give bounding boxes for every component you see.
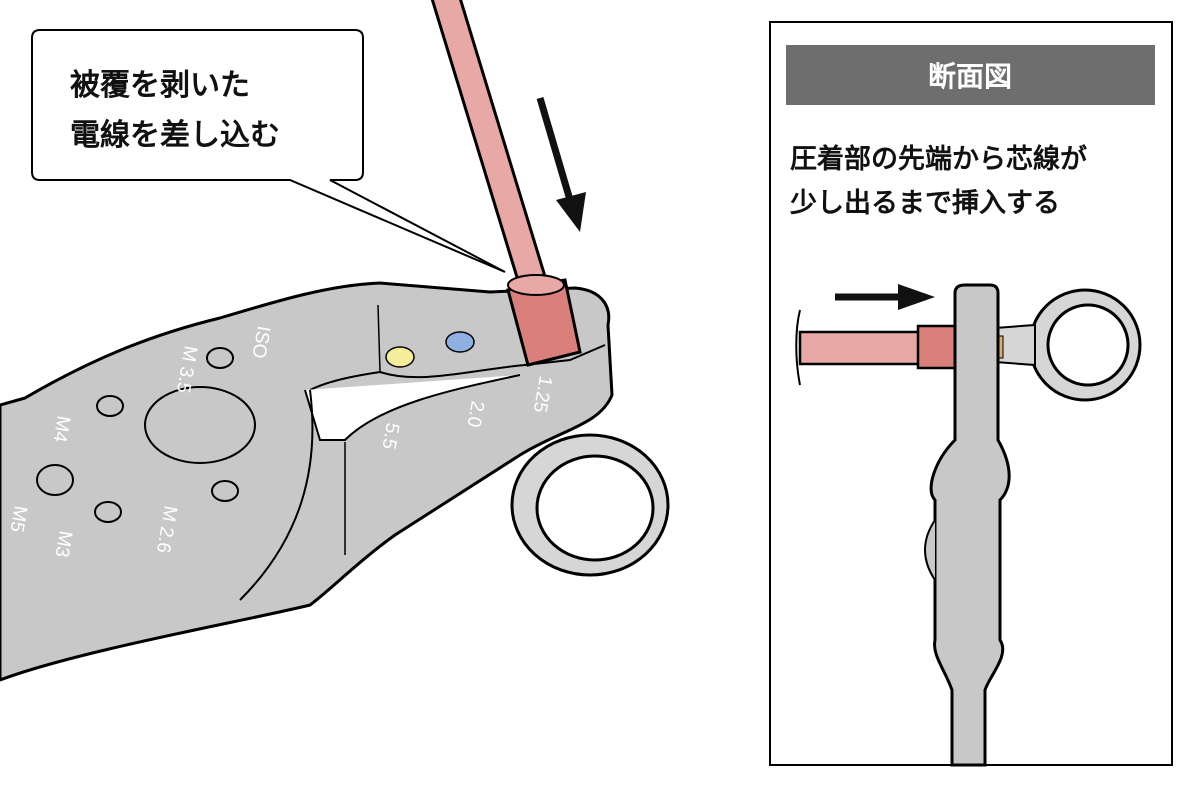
cross-section-panel: 断面図 圧着部の先端から芯線が 少し出るまで挿入する: [769, 21, 1173, 767]
panel-title: 断面図: [928, 60, 1012, 93]
label-m4: M4: [48, 414, 73, 444]
panel-header: [786, 45, 1155, 105]
panel-line1: 圧着部の先端から芯線が: [790, 143, 1087, 175]
label-2-0: 2.0: [462, 399, 487, 429]
panel-line2: 少し出るまで挿入する: [790, 188, 1060, 219]
blue-marker: [445, 331, 475, 353]
callout-bubble: 被覆を剥いた 電線を差し込む: [31, 29, 506, 273]
crimping-tool: ISO M 3.5 M4 M5 M3 M 2.6 1.25 2.0 5.5: [0, 281, 614, 682]
wire: [430, 0, 582, 367]
ring-terminal: [510, 433, 670, 577]
label-m5: M5: [5, 504, 30, 534]
label-m3: M3: [50, 529, 75, 559]
yellow-marker: [385, 346, 415, 368]
callout-line1: 被覆を剥いた: [70, 68, 250, 103]
label-5-5: 5.5: [377, 421, 402, 451]
insert-arrow: [536, 97, 586, 232]
callout-line2: 電線を差し込む: [70, 118, 280, 153]
